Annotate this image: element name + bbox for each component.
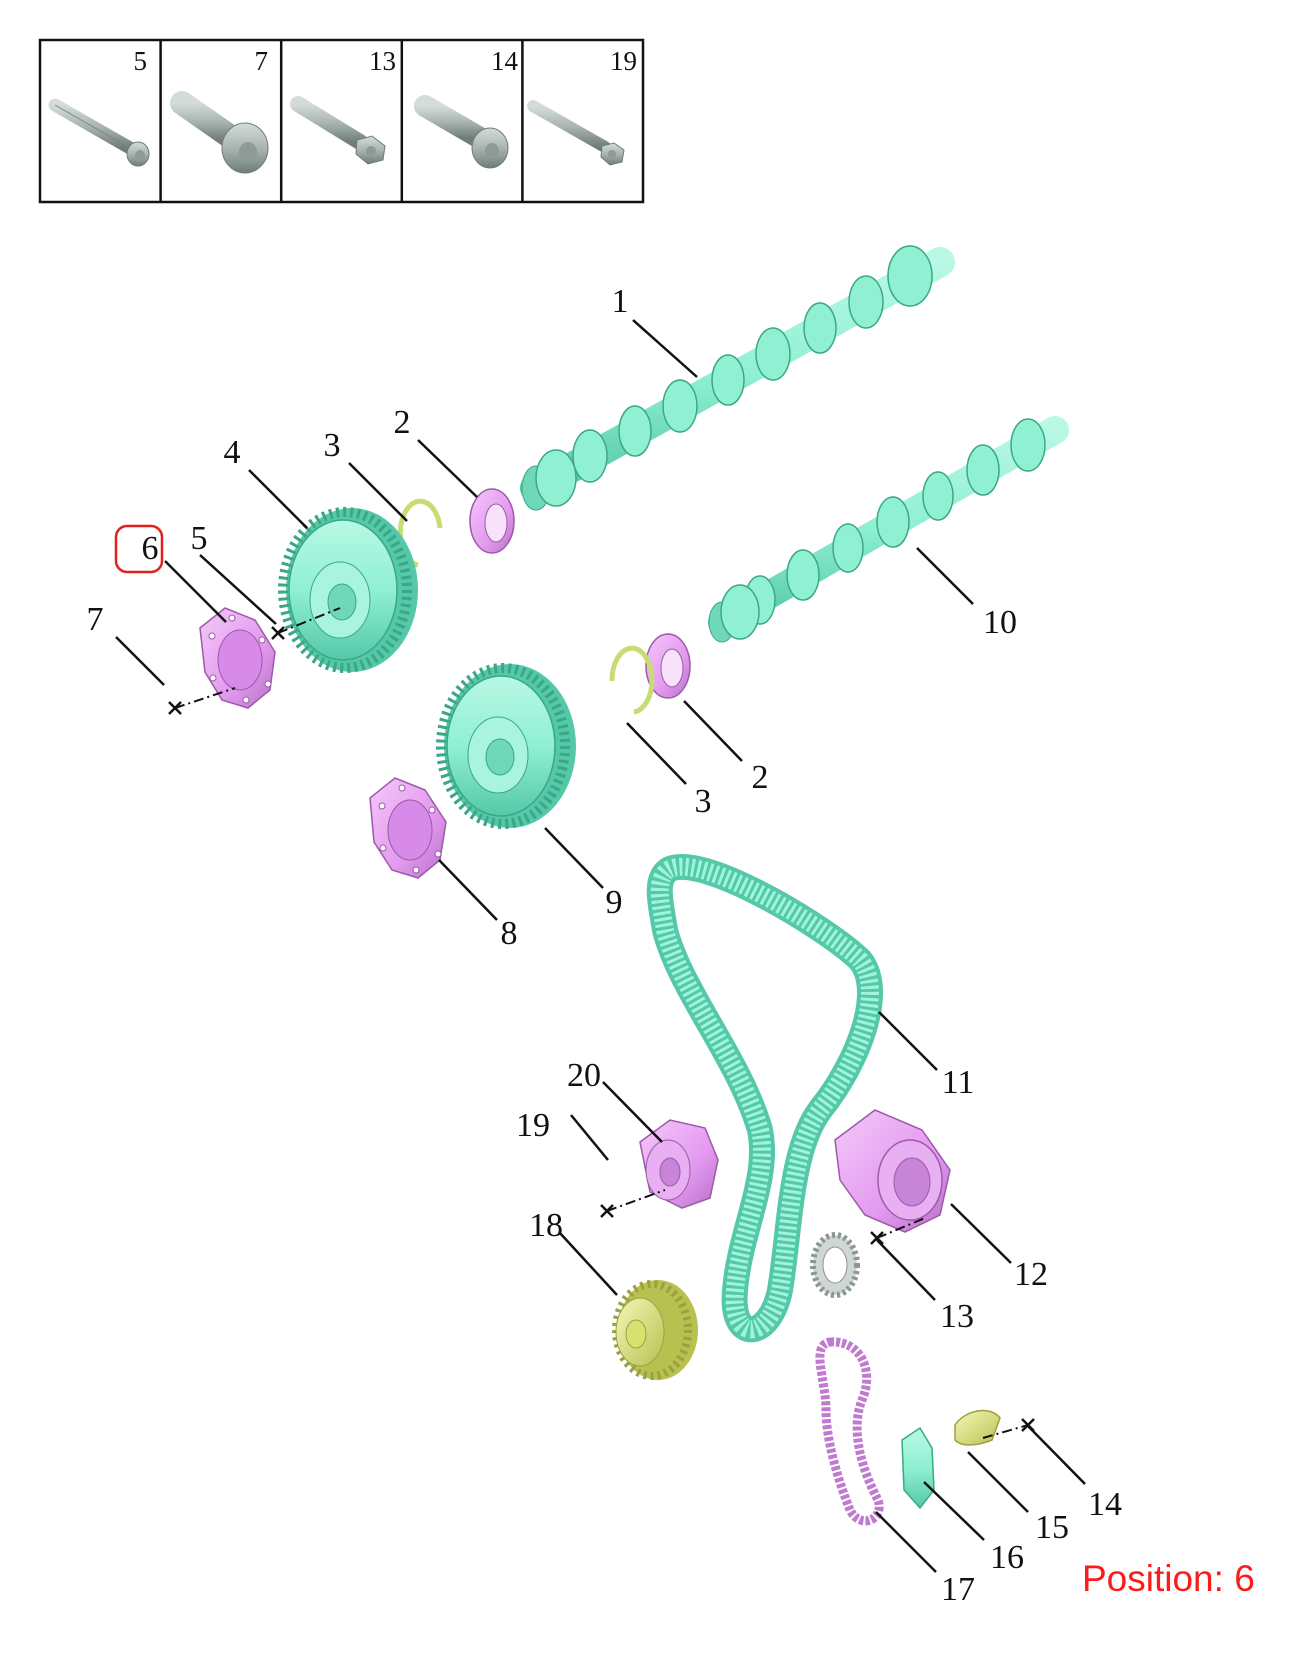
callout-2-upper: 2 [394,404,411,441]
callout-7: 7 [87,601,104,638]
callout-13: 13 [940,1298,974,1335]
camshaft-1 [520,245,955,511]
tensioner-12 [834,1109,951,1233]
cover-plate-6 [199,607,276,709]
callout-1: 1 [612,283,629,320]
callout-2-lower: 2 [752,759,769,796]
callout-12: 12 [1014,1256,1048,1293]
bolt-7-icon [170,91,269,174]
callout-15: 15 [1035,1509,1069,1546]
callout-18: 18 [529,1207,563,1244]
callout-14: 14 [1088,1486,1122,1523]
callout-6: 6 [142,530,159,567]
fastener-axis-lines [174,607,1029,1439]
fastener-label-19: 19 [610,46,637,76]
callout-6-highlighted[interactable]: 6 [114,524,164,574]
ring-3-lower [609,645,655,715]
crank-pulley-18 [612,1280,698,1380]
position-indicator: Position: 6 [1082,1558,1255,1599]
callout-20: 20 [567,1057,601,1094]
camshaft-gear-4 [278,507,418,673]
timing-belt-11 [646,853,883,1343]
callout-19: 19 [516,1107,550,1144]
callout-10: 10 [983,604,1017,641]
callout-11: 11 [942,1064,975,1101]
camshaft-10 [708,416,1069,643]
callout-3-lower: 3 [695,783,712,820]
callout-4: 4 [224,434,241,471]
fastener-label-7: 7 [255,46,269,76]
fastener-label-5: 5 [134,46,148,76]
seal-2-lower [645,633,691,699]
seal-2-upper [469,488,515,554]
callout-16: 16 [990,1539,1024,1576]
fastener-label-13: 13 [369,46,396,76]
tensioner-arm-15 [954,1409,1001,1446]
callout-9: 9 [606,884,623,921]
leader-lines [115,319,1086,1573]
callout-3-upper: 3 [324,427,341,464]
idler-pulley-20 [639,1119,719,1209]
callout-8: 8 [501,915,518,952]
fastener-cross-marks [168,626,1035,1432]
fastener-label-14: 14 [491,46,519,76]
bolt-13-icon [290,96,386,165]
cover-plate-8 [369,777,447,879]
bolt-5-icon [48,98,150,167]
fastener-box: 5 7 13 14 19 [38,38,645,204]
bolt-19-icon [527,100,625,166]
callout-5: 5 [191,520,208,557]
callout-17: 17 [941,1571,975,1608]
chain-guide-16 [901,1426,935,1510]
sprocket-gear [810,1232,860,1298]
camshaft-gear-9 [436,663,576,829]
bolt-14-icon [414,95,509,169]
timing-chain-17 [815,1337,884,1526]
